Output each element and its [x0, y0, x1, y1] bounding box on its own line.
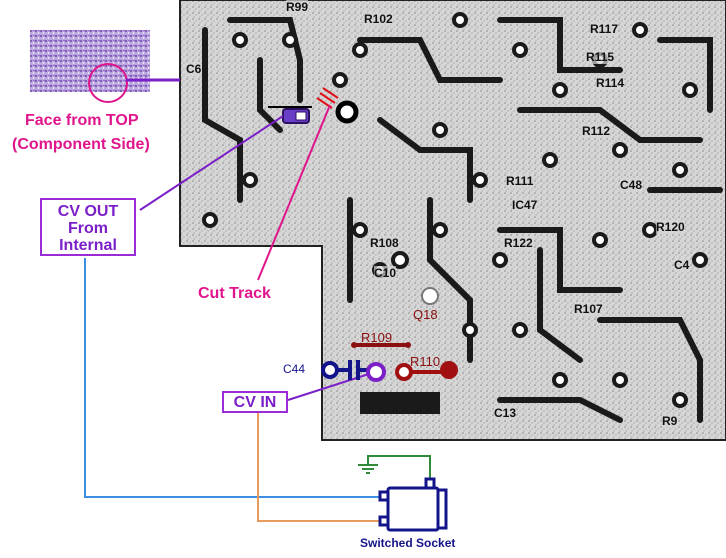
- q18-pad: [421, 287, 439, 305]
- cv-in-label: CV IN: [233, 394, 277, 411]
- cv-out-line2: From: [68, 220, 108, 237]
- pcb-ref-label: R115: [586, 50, 615, 64]
- orange-wire: [257, 413, 388, 522]
- blue-wire: [84, 258, 388, 498]
- cut-track-leader: [257, 104, 331, 281]
- pcb-ref-label: R99: [286, 0, 309, 14]
- cv-in-pad: [366, 362, 386, 382]
- cv-in-box: CV IN: [222, 391, 288, 413]
- pcb-ref-label: R117: [590, 22, 619, 36]
- face-label-line2: (Component Side): [12, 136, 150, 153]
- pcb-ref-label: R107: [574, 302, 603, 316]
- ic-package: [360, 392, 440, 414]
- cv-out-line3: Internal: [59, 237, 117, 254]
- pcb-ref-label: R102: [364, 12, 393, 26]
- switched-socket: [378, 477, 448, 532]
- pcb-ref-label: R122: [504, 236, 533, 250]
- face-label-line1: Face from TOP: [25, 112, 139, 129]
- c44-capacitor: [321, 360, 368, 380]
- cv-out-box: CV OUT From Internal: [40, 198, 136, 256]
- cut-track-label: Cut Track: [198, 285, 271, 302]
- pcb-ref-label: C13: [494, 406, 517, 420]
- switched-socket-label: Switched Socket: [360, 536, 456, 550]
- q18-label: Q18: [413, 307, 438, 322]
- pcb-ref-label: C10: [374, 266, 397, 280]
- pcb-ref-label: R9: [662, 414, 678, 428]
- ground-icon: [358, 455, 431, 490]
- pcb-ref-label: R114: [596, 76, 625, 90]
- face-thumbnail-highlight: [88, 63, 128, 103]
- c44-label: C44: [283, 362, 306, 376]
- r110-label: R110: [410, 354, 441, 369]
- r110-resistor: [395, 361, 458, 381]
- pcb-traces: [202, 17, 723, 423]
- r109-label: R109: [361, 330, 393, 345]
- cv-out-leader: [139, 115, 284, 211]
- cv-out-line1: CV OUT: [57, 203, 119, 220]
- pcb-ref-label: R120: [656, 220, 685, 234]
- pcb-ref-label: IC47: [512, 198, 538, 212]
- pcb-ref-label: R108: [370, 236, 399, 250]
- cut-track-pad: [335, 100, 359, 124]
- pcb-ref-label: C48: [620, 178, 643, 192]
- pcb-ref-label: C4: [674, 258, 690, 272]
- pcb-ref-label: C6: [186, 62, 202, 76]
- pcb-ref-label: R111: [506, 174, 534, 188]
- pcb-ref-label: R112: [582, 124, 611, 138]
